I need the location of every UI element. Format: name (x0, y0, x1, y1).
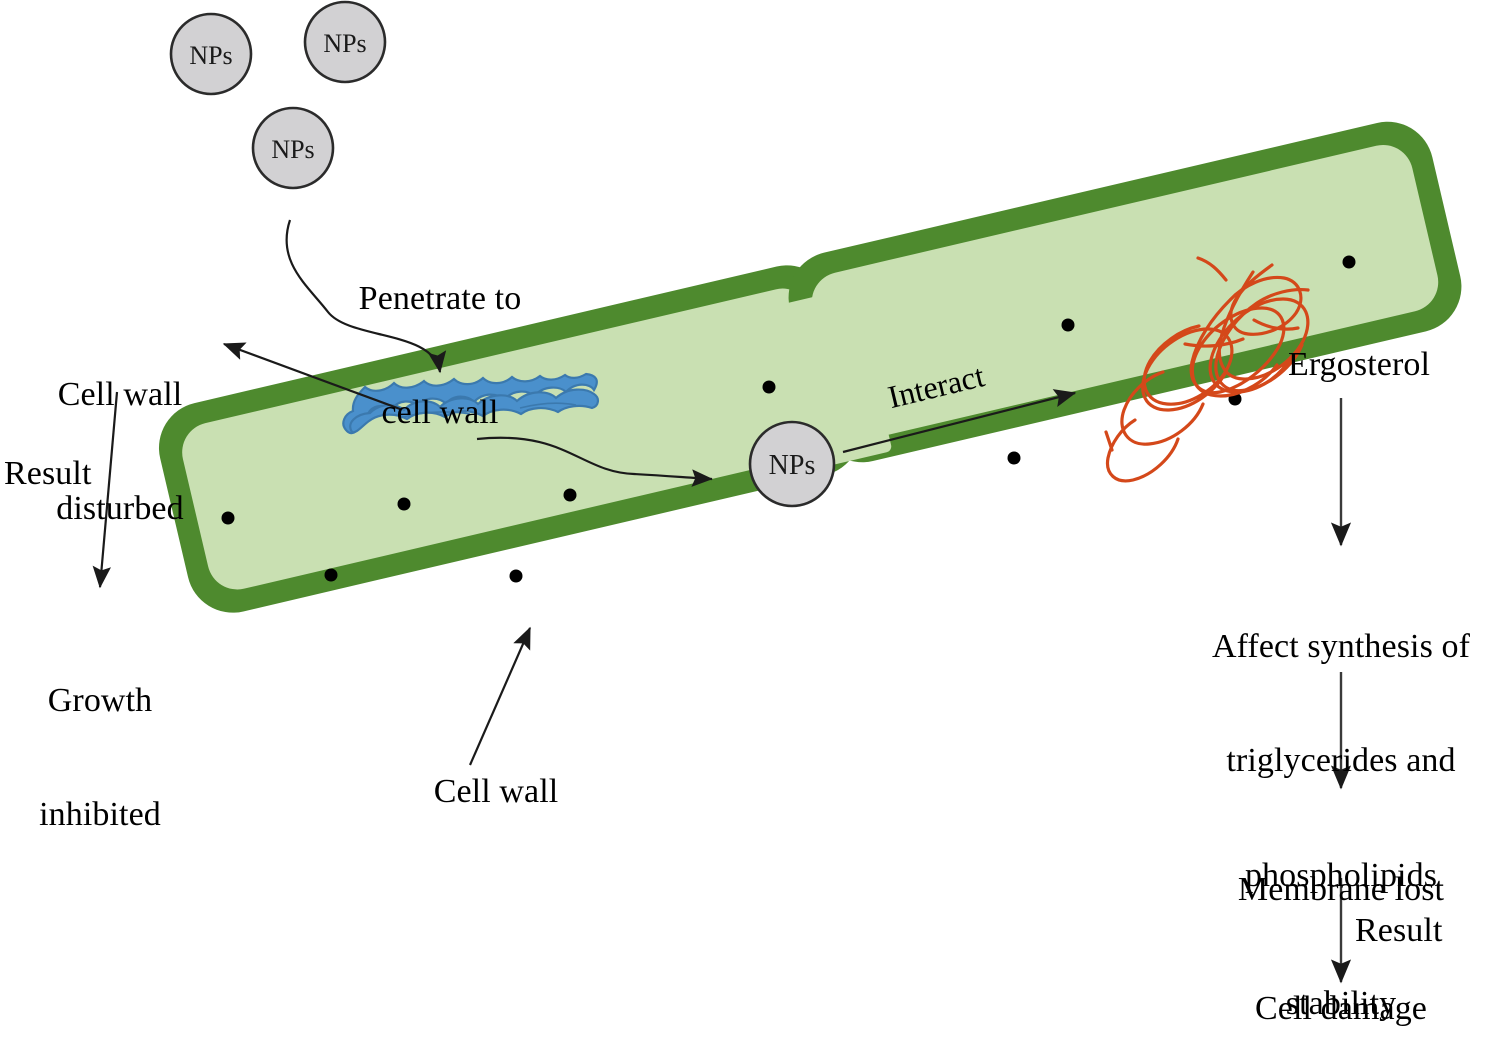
affect-line-1: Affect synthesis of (1211, 628, 1471, 666)
result-left-label: Result (4, 455, 92, 492)
result-right-label: Result (1355, 912, 1443, 949)
nanoparticles-outside (169, 0, 387, 190)
blob-detail-line (399, 411, 471, 419)
ergosterol-tangle-icon (1104, 256, 1310, 483)
cytoplasm-dot (221, 511, 235, 525)
penetrate-line-2: cell wall (381, 394, 499, 432)
result-left-arrow[interactable] (92, 391, 119, 589)
cell-segment-right (788, 121, 1462, 463)
cytoplasm-dot (324, 568, 338, 582)
ergosterol-label: Ergosterol (1288, 346, 1431, 383)
np-circle-icon[interactable] (251, 106, 335, 190)
cytoplasm-dot (563, 488, 577, 502)
penetrate-line-1: Penetrate to (358, 280, 522, 318)
np-label: NPs (323, 29, 367, 58)
np-label-inside: NPs (768, 450, 816, 481)
cell-damage-label: Cell damage (1255, 990, 1427, 1027)
np-entry-arrow[interactable] (476, 436, 713, 487)
membrane-line-2: stability (1285, 985, 1397, 1023)
np-circle-icon[interactable] (303, 0, 387, 84)
affect-line-2: triglycerides and (1226, 742, 1456, 780)
growth-inhibited-label: Growth inhibited (39, 606, 161, 911)
fungal-cell (158, 121, 1462, 613)
blue-blob-icon (342, 372, 599, 435)
cwd-line-2: disturbed (56, 490, 184, 528)
cytoplasm-dot (1007, 451, 1021, 465)
cytoplasm-dot (762, 380, 776, 394)
cell-wall-leader-arrow[interactable] (468, 626, 532, 766)
blob-detail-line (519, 402, 577, 409)
np-circle-icon-inside[interactable] (748, 420, 836, 508)
growth-line-2: inhibited (39, 796, 161, 834)
np-label: NPs (271, 135, 315, 164)
interact-arrow[interactable] (842, 389, 1077, 454)
membrane-lost-stability-label: Membrane lost stability (1238, 795, 1444, 1045)
membrane-line-1: Membrane lost (1237, 871, 1445, 909)
cwd-line-1: Cell wall (57, 376, 183, 414)
affect-line-3: phospholipids (1244, 856, 1438, 894)
cytoplasm-dot (397, 497, 411, 511)
cytoplasm-dot (509, 569, 523, 583)
blob-outline (342, 372, 598, 435)
affect-synthesis-label: Affect synthesis of triglycerides and ph… (1212, 552, 1470, 971)
cell-wall-disturbed-arrow[interactable] (222, 342, 401, 411)
cell-wall-disturbed-label: Cell wall disturbed (56, 300, 183, 605)
growth-line-1: Growth (47, 682, 153, 720)
np-label: NPs (189, 41, 233, 70)
cytoplasm-dot (1061, 318, 1075, 332)
cytoplasm-dots (221, 255, 1356, 583)
cytoplasm-dot (1342, 255, 1356, 269)
cell-wall-label: Cell wall (433, 773, 559, 810)
cytoplasm-right (811, 144, 1439, 440)
np-circle-icon[interactable] (169, 12, 253, 96)
penetrate-label: Penetrate to cell wall (359, 204, 522, 509)
penetrate-arrow[interactable] (285, 219, 447, 374)
